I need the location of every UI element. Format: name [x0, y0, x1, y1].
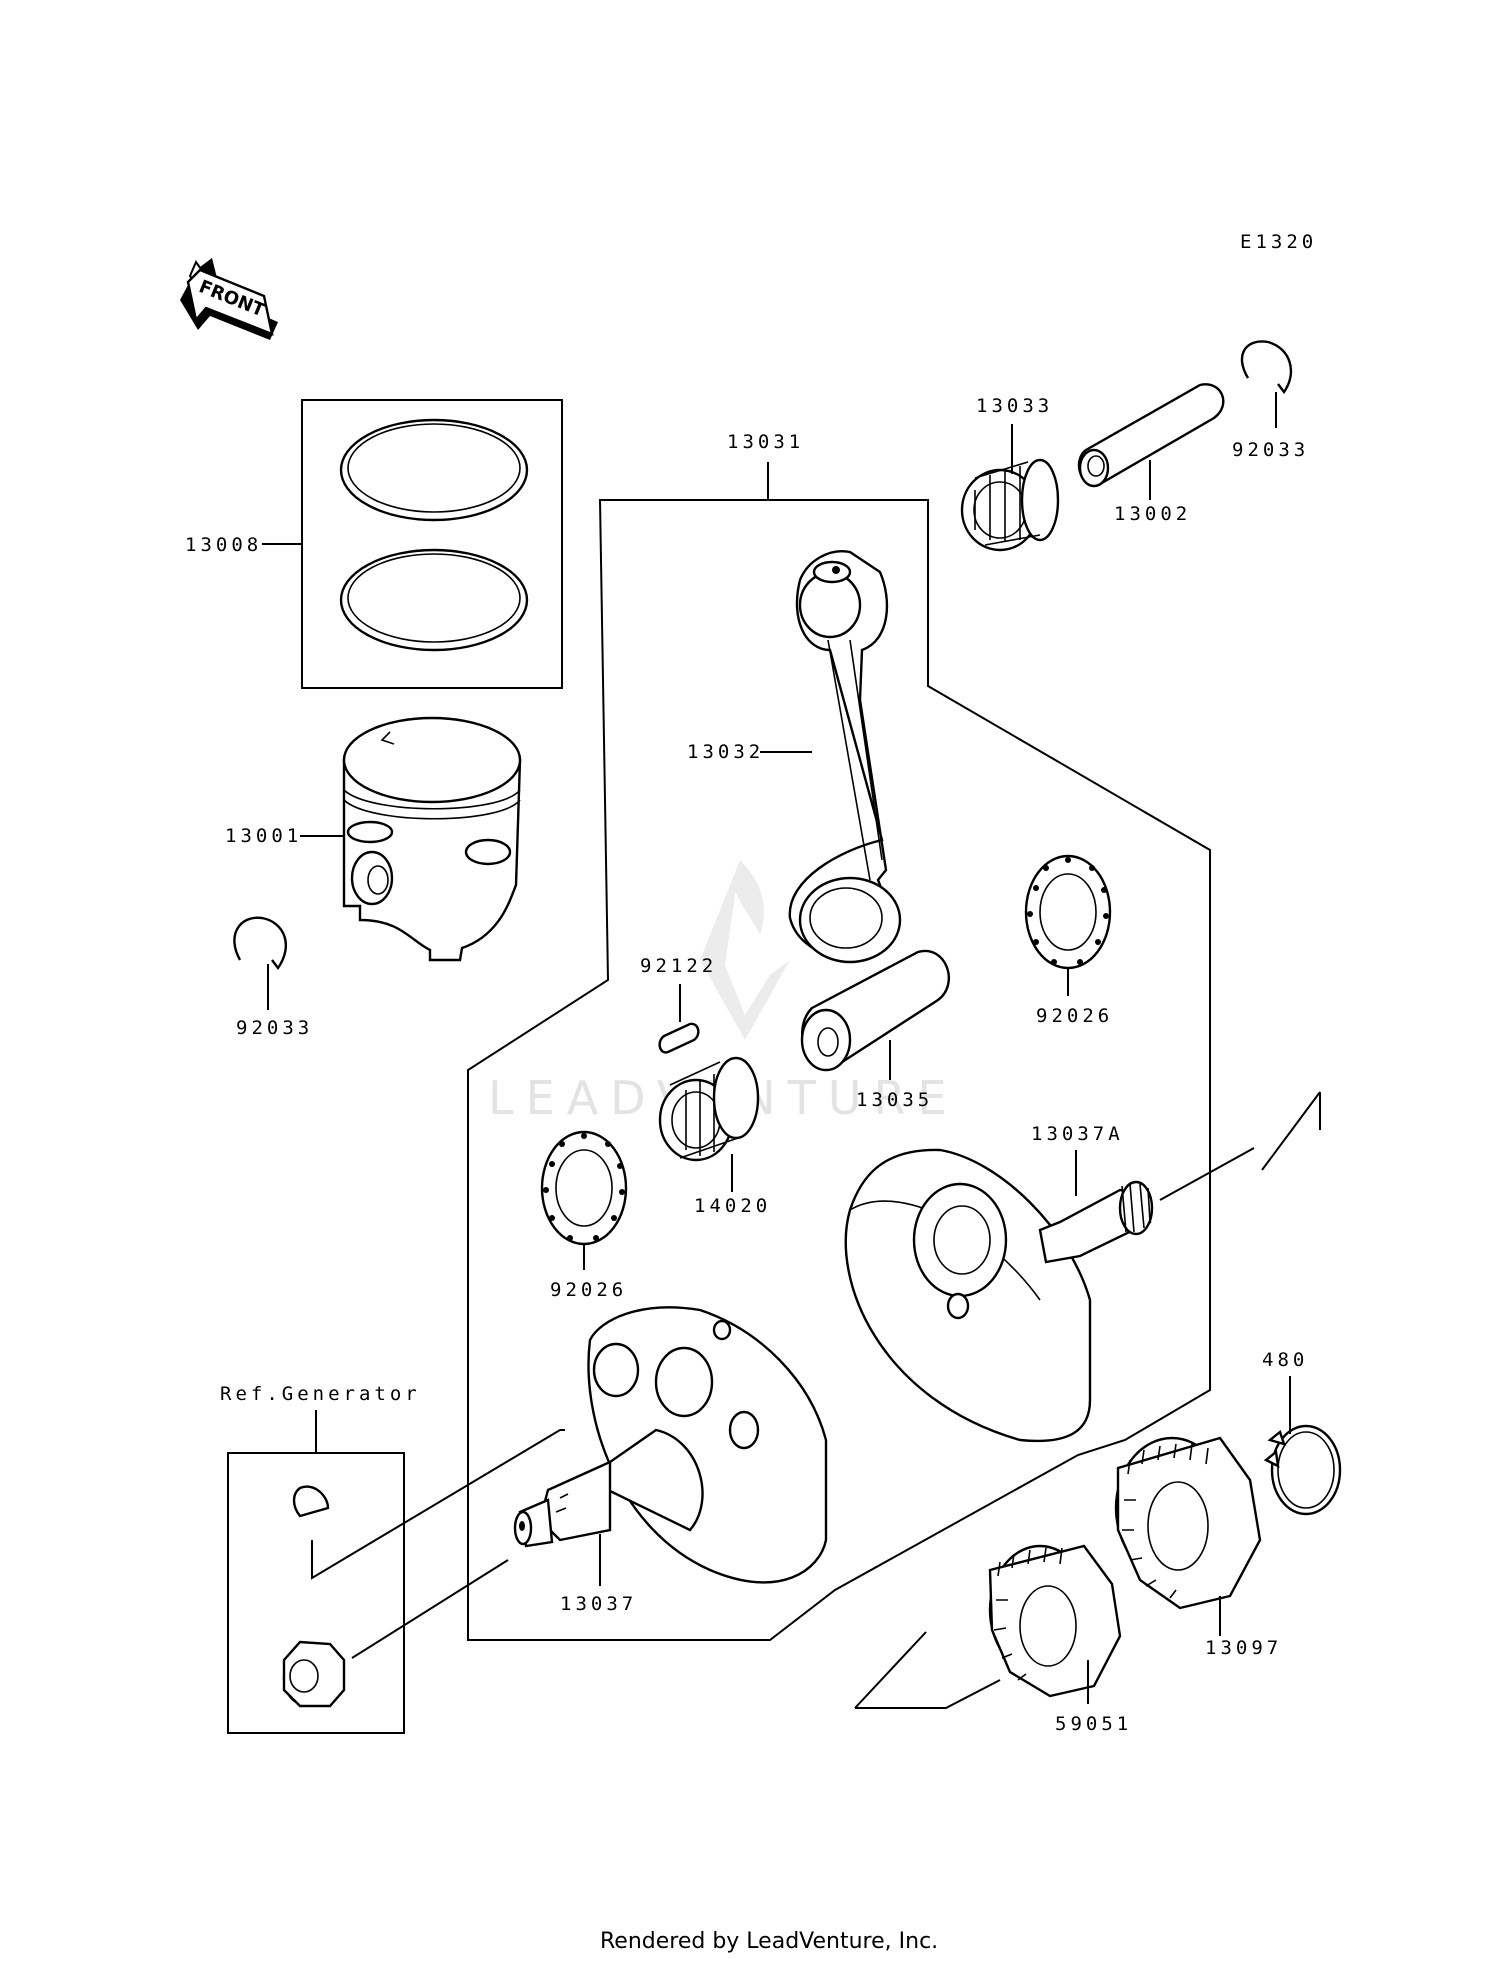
connecting-rod: 13032 [687, 550, 902, 964]
conrod-assembly-outline: 13031 [467, 431, 1211, 1641]
circlip-480: 480 [1262, 1349, 1342, 1516]
circlip-left: 92033 [233, 916, 313, 1039]
piston-pin: 13002 [1077, 383, 1225, 525]
ref-generator-label: Ref.Generator [220, 1383, 421, 1405]
part-label-92026-lower: 92026 [550, 1279, 627, 1301]
diagram-code: E1320 [1240, 231, 1317, 253]
part-label-13033: 13033 [976, 395, 1053, 417]
gear-59051: 59051 [854, 1544, 1132, 1735]
part-label-13031: 13031 [727, 431, 804, 453]
part-label-92033-right: 92033 [1232, 439, 1309, 461]
footer-credit: Rendered by LeadVenture, Inc. [600, 1929, 938, 1954]
ref-generator-box: Ref.Generator [220, 1383, 565, 1734]
thrust-washer-upper: 92026 [1024, 854, 1113, 1027]
front-arrow-icon: FRONT [180, 258, 278, 340]
crank-pin: 13035 [800, 949, 950, 1111]
small-pin: 92122 [640, 955, 717, 1054]
part-label-13037: 13037 [560, 1593, 637, 1615]
crank-half-left: 13037 [513, 1306, 828, 1615]
piston-rings-box: 13008 [185, 399, 563, 689]
part-label-13001: 13001 [225, 825, 302, 847]
part-label-13035: 13035 [856, 1089, 933, 1111]
crank-half-right: 13037A [844, 1091, 1321, 1443]
part-label-13008: 13008 [185, 534, 262, 556]
part-label-13037A: 13037A [1031, 1123, 1124, 1145]
part-label-59051: 59051 [1055, 1713, 1132, 1735]
part-label-13032: 13032 [687, 741, 764, 763]
part-label-13097: 13097 [1205, 1637, 1282, 1659]
part-label-92033-left: 92033 [236, 1017, 313, 1039]
part-label-480: 480 [1262, 1349, 1308, 1371]
part-label-14020: 14020 [694, 1195, 771, 1217]
circlip-right: 92033 [1232, 340, 1309, 461]
gear-13097: 13097 [1114, 1436, 1282, 1659]
thrust-washer-lower: 92026 [540, 1130, 628, 1301]
part-label-92122: 92122 [640, 955, 717, 977]
part-label-13002: 13002 [1114, 503, 1191, 525]
part-label-92026-upper: 92026 [1036, 1005, 1113, 1027]
small-end-bearing: 13033 [960, 395, 1060, 552]
piston: 13001 [225, 716, 522, 962]
big-end-bearing: 14020 [658, 1056, 771, 1217]
